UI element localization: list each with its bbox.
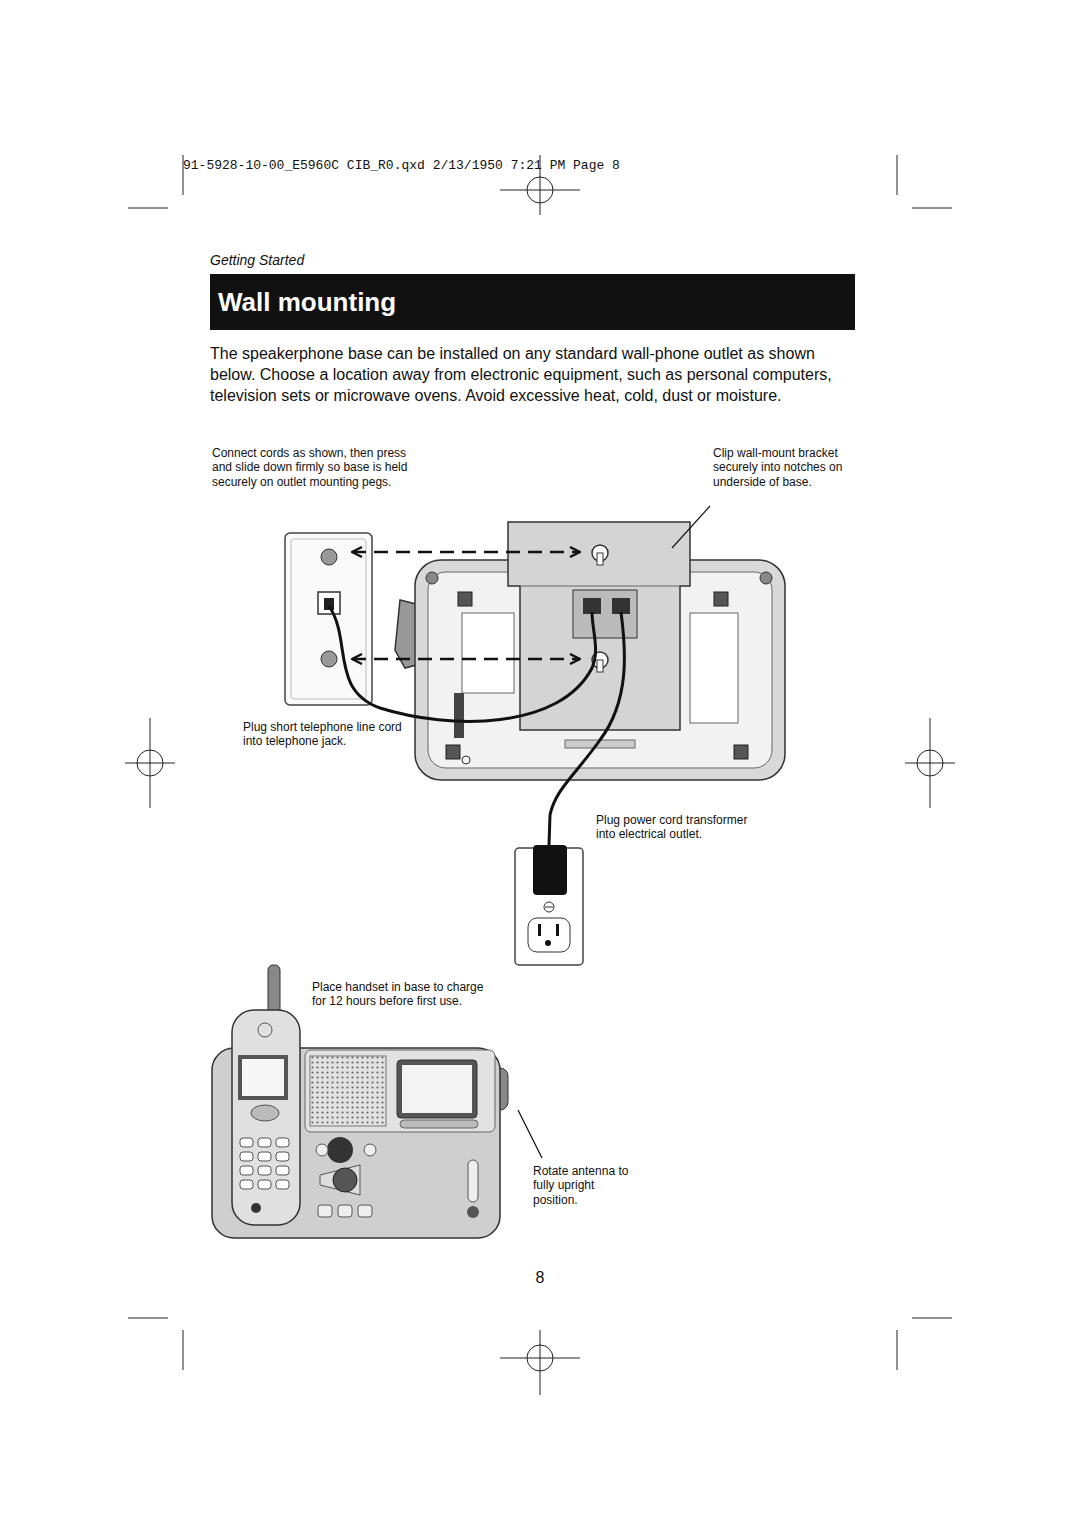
power-cord [549, 612, 624, 845]
callout-note: Plug power cord transformer into electri… [596, 813, 766, 842]
callout-note: Rotate antenna to fully upright position… [533, 1164, 633, 1207]
telephone-line-cord [329, 606, 596, 721]
callout-note: Connect cords as shown, then press and s… [212, 446, 424, 489]
mounting-arrow [352, 551, 580, 554]
file-header: 91-5928-10-00_E5960C CIB_R0.qxd 2/13/195… [183, 158, 743, 174]
callout-note: Clip wall-mount bracket securely into no… [713, 446, 863, 489]
phone-front-view [212, 965, 508, 1238]
electrical-outlet [515, 845, 583, 965]
wall-plate [285, 533, 372, 705]
title-bar [210, 274, 855, 330]
callout-note: Plug short telephone line cord into tele… [243, 720, 413, 749]
page-title: Wall mounting [218, 288, 838, 317]
leader-line [518, 1110, 542, 1158]
leader-line [672, 506, 710, 548]
callout-note: Place handset in base to charge for 12 h… [312, 980, 497, 1009]
crop-marks [125, 155, 955, 1395]
section-name: Getting Started [210, 252, 460, 269]
page-number: 8 [500, 1268, 580, 1287]
body-paragraph: The speakerphone base can be installed o… [210, 344, 858, 406]
mounting-arrow [352, 658, 580, 661]
